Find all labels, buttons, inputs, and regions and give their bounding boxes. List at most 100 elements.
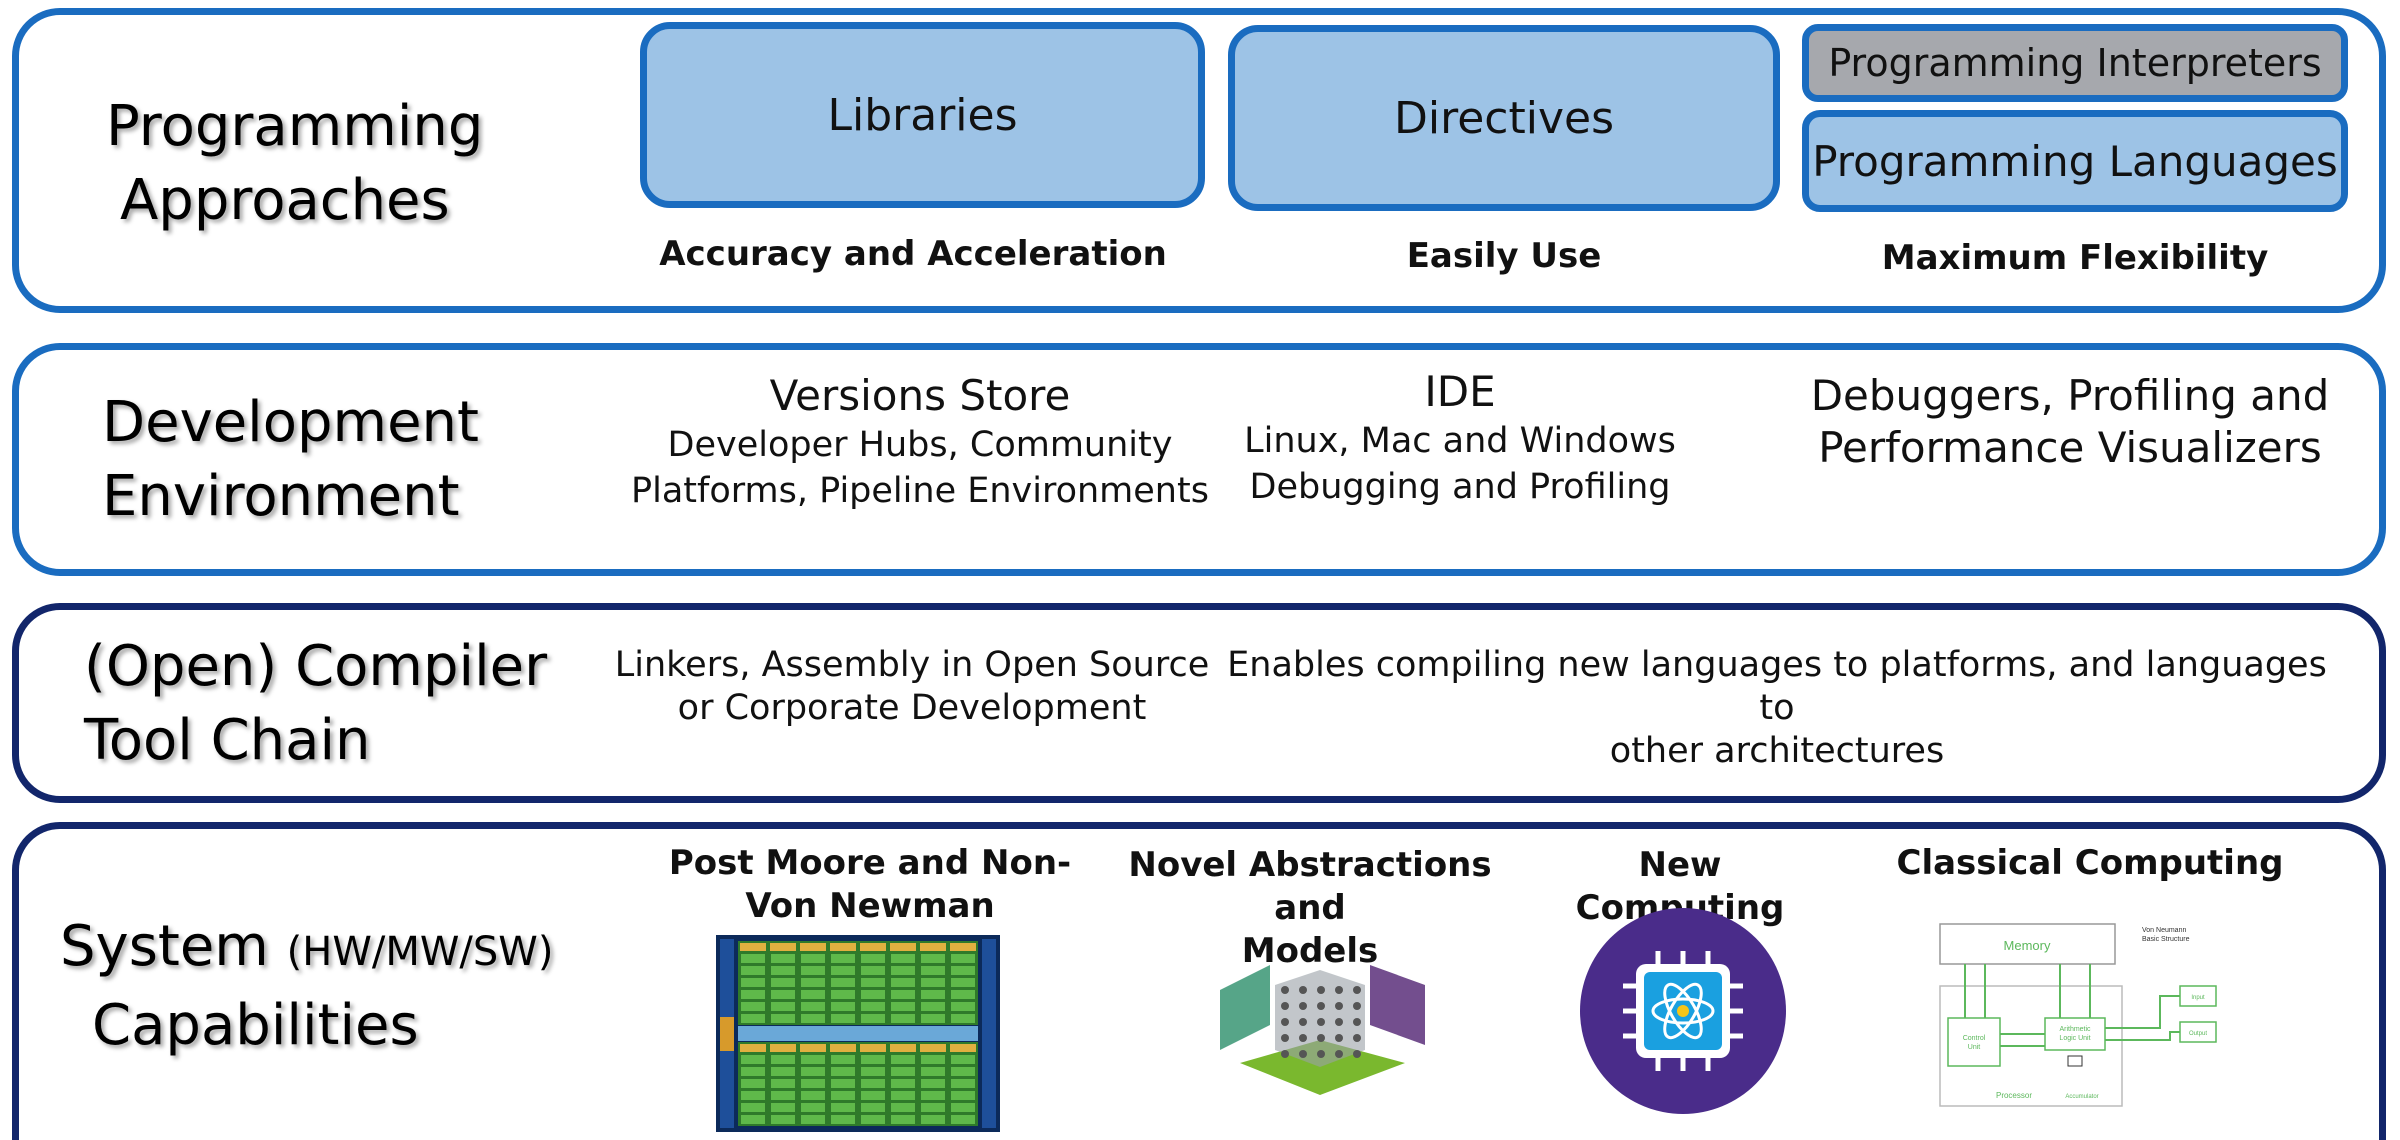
chip-core-cell: [951, 1103, 975, 1112]
cube-node: [1335, 1018, 1343, 1026]
chip-core-cell: [861, 990, 885, 999]
connection-arrows: [1964, 964, 2180, 1047]
chip-cache-band: [890, 1044, 916, 1052]
control-unit-box: [1947, 1017, 2001, 1067]
text-line: Platforms, Pipeline Environments: [631, 471, 1209, 511]
chip-core-cell: [831, 1067, 855, 1076]
text-line: Developer Hubs, Community: [667, 425, 1173, 465]
memory-box: [1939, 923, 2116, 965]
development-environment-title: Development Environment: [102, 386, 479, 534]
von-neumann-diagram: Memory Von Neumann Basic Structure Contr…: [1939, 923, 2217, 1107]
chip-core-cell: [741, 966, 765, 975]
chip-core-cell: [741, 954, 765, 963]
ide-text: IDE Linux, Mac and Windows Debugging and…: [1230, 366, 1690, 510]
chip-io-strip: [982, 939, 996, 1128]
chip-core-cell: [741, 1067, 765, 1076]
languages-subtitle: Maximum Flexibility: [1881, 238, 2269, 278]
text-line: Debugging and Profiling: [1249, 467, 1671, 507]
cube-node: [1335, 1050, 1343, 1058]
chip-core-cell: [951, 990, 975, 999]
chip-core-cell: [891, 1091, 915, 1100]
cube-node: [1317, 1050, 1325, 1058]
chip-core-cell: [891, 1002, 915, 1011]
chip-core-cell: [891, 966, 915, 975]
chip-core-cell: [891, 1055, 915, 1064]
text-line: other architectures: [1609, 731, 1945, 771]
chip-core-cell: [801, 1055, 825, 1064]
chip-core-cell: [801, 990, 825, 999]
input-label: Input: [2191, 995, 2205, 1001]
cube-node: [1317, 1018, 1325, 1026]
cube-node: [1299, 1034, 1307, 1042]
chip-core-cell: [801, 1002, 825, 1011]
cube-node: [1281, 1002, 1289, 1010]
accumulator-label: Accumulator: [2065, 1094, 2098, 1100]
chip-core-cell: [921, 1115, 945, 1124]
chip-cache-band: [770, 943, 796, 951]
chip-core-cell: [921, 966, 945, 975]
memory-label: Memory: [2004, 938, 2051, 953]
classical-computing-caption: Classical Computing: [1896, 843, 2284, 883]
title-line: Development: [102, 390, 479, 455]
abstraction-cube-image: [1220, 965, 1425, 1095]
chip-core-cell: [861, 1014, 885, 1023]
title-main: System: [60, 914, 269, 979]
chip-cache-band: [740, 1044, 766, 1052]
chip-cache-band: [920, 943, 946, 951]
chip-pins: [1623, 951, 1743, 1071]
cube-node: [1317, 986, 1325, 994]
chip-core-cell: [801, 1067, 825, 1076]
cube-node: [1281, 1034, 1289, 1042]
directives-box: Directives: [1228, 25, 1780, 211]
chip-core-cell: [921, 978, 945, 987]
cube-node: [1281, 1050, 1289, 1058]
cube-node: [1353, 1050, 1361, 1058]
text-line: Debuggers, Profiling and: [1810, 371, 2330, 420]
chip-core-cell: [921, 1002, 945, 1011]
vn-note: Basic Structure: [2142, 936, 2190, 943]
chip-core-cell: [891, 1014, 915, 1023]
vn-note: Von Neumann: [2142, 927, 2186, 934]
chip-core-cell: [921, 954, 945, 963]
chip-core-cell: [831, 1079, 855, 1088]
text-line: Linkers, Assembly in Open Source: [614, 645, 1210, 685]
chip-core-cell: [921, 1067, 945, 1076]
cube-node: [1281, 1018, 1289, 1026]
cube-face-purple: [1370, 965, 1425, 1045]
chip-core-cell: [861, 966, 885, 975]
chip-core-cell: [861, 1103, 885, 1112]
chip-core-cell: [921, 990, 945, 999]
chip-core-cell: [831, 990, 855, 999]
chip-core-cell: [771, 1079, 795, 1088]
title-line: (Open) Compiler: [84, 634, 548, 699]
cube-node: [1335, 1034, 1343, 1042]
cube-node: [1299, 1002, 1307, 1010]
text-line: Performance Visualizers: [1818, 423, 2322, 472]
chip-core-cell: [921, 1014, 945, 1023]
cube-node: [1353, 1002, 1361, 1010]
compiler-tool-chain-panel: [12, 603, 2386, 803]
chip-core-cell: [741, 1091, 765, 1100]
cube-node: [1299, 986, 1307, 994]
caption-line: Post Moore and Non-: [668, 843, 1072, 883]
chip-controller: [720, 1017, 734, 1051]
chip-core-cell: [741, 1103, 765, 1112]
chip-core-cell: [891, 978, 915, 987]
chip-core-cell: [861, 978, 885, 987]
text-line: Enables compiling new languages to platf…: [1227, 645, 2327, 728]
alu-label: Arithmetic: [2059, 1026, 2091, 1033]
chip-core-cell: [861, 1115, 885, 1124]
chip-core-cell: [921, 1055, 945, 1064]
chip-core-cell: [741, 1079, 765, 1088]
chip-core-cell: [801, 954, 825, 963]
directives-subtitle: Easily Use: [1406, 236, 1602, 276]
chip-core-cell: [771, 1067, 795, 1076]
text-line: Versions Store: [769, 371, 1071, 420]
chip-core-cell: [831, 978, 855, 987]
chip-core-cell: [861, 954, 885, 963]
accumulator-box: [2067, 1055, 2083, 1067]
post-moore-caption: Post Moore and Non- Von Newman: [650, 842, 1090, 928]
cube-node: [1317, 1034, 1325, 1042]
chip-core-cell: [741, 1115, 765, 1124]
cube-node: [1353, 986, 1361, 994]
